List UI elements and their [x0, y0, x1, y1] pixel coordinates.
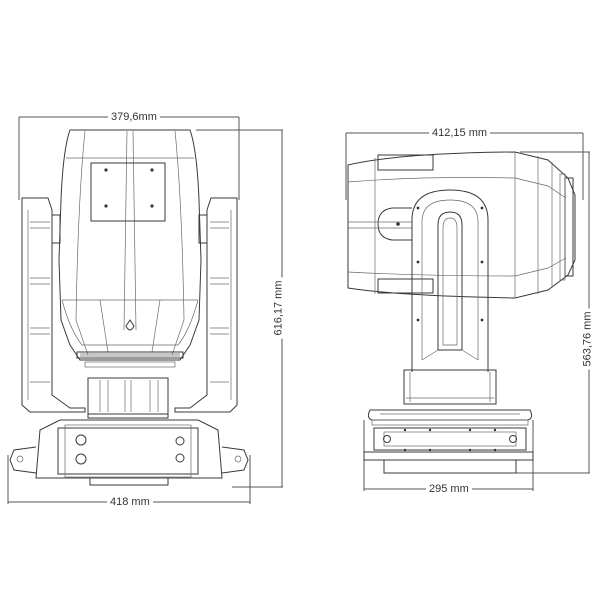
side-view — [345, 132, 590, 491]
side-height-label: 563,76 mm — [581, 308, 594, 370]
side-base — [363, 409, 534, 474]
front-base-width-label: 418 mm — [107, 496, 153, 508]
front-yoke-left — [21, 197, 86, 413]
side-yoke-arm — [411, 189, 489, 372]
front-top-width-dimension — [18, 116, 240, 200]
front-view — [7, 116, 283, 504]
side-head — [347, 151, 576, 299]
side-base-width-dimension — [363, 420, 534, 491]
side-base-width-label: 295 mm — [426, 483, 472, 495]
front-top-width-label: 379,6mm — [108, 111, 160, 123]
front-head — [58, 129, 202, 368]
front-height-label: 616,17 mm — [272, 277, 285, 339]
side-top-width-dimension — [345, 132, 584, 200]
side-neck — [403, 369, 497, 405]
side-top-width-label: 412,15 mm — [429, 127, 491, 139]
front-base — [9, 419, 249, 486]
front-neck — [87, 377, 169, 419]
front-yoke-right — [174, 197, 238, 413]
